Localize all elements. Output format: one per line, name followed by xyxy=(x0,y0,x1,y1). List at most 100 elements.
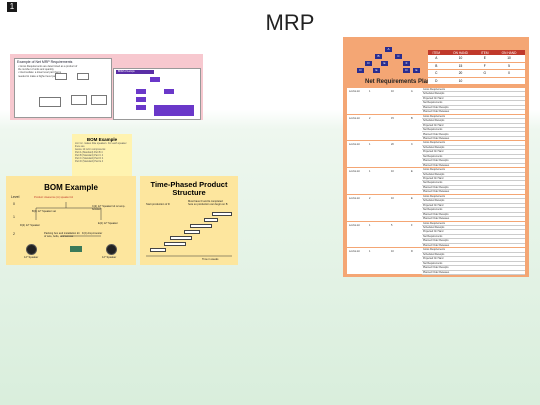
start-label: Start production of D xyxy=(146,203,170,206)
inv-cell: C xyxy=(428,69,445,78)
requirement-row-label: Gross Requirements xyxy=(422,88,525,93)
requirement-row-label: Net Requirements xyxy=(422,262,525,267)
diagram-box xyxy=(150,77,160,82)
mrp-requirements-thumbnail[interactable]: Example of Net MRP Requirements • Gross … xyxy=(10,54,203,120)
inv-cell: 20 xyxy=(444,69,477,78)
item-code: C xyxy=(411,143,413,147)
card-line: Part A (Standard) Part B 4 xyxy=(75,151,103,154)
requirement-row-label: Net Requirements xyxy=(422,155,525,160)
speaker-right-label: 12" Speaker xyxy=(102,256,117,259)
inv-header: ON HAND xyxy=(493,50,525,55)
packing-label: Packing box and installation kit of wire… xyxy=(44,232,80,238)
diagram-box xyxy=(164,89,174,94)
card-line: Part D (Standard) Part E 4 xyxy=(75,160,104,163)
requirement-row-label: Gross Requirements xyxy=(422,248,525,253)
requirement-row-label: Planned Order Receipts xyxy=(422,133,525,137)
item-code: B xyxy=(411,116,413,120)
inv-header: ITEM xyxy=(428,50,445,55)
level-0: 0 xyxy=(13,202,15,206)
lot-size: Lot-for-lot xyxy=(349,196,360,200)
c-item-label: C(2) 12" Speaker kit w/ amp-booster xyxy=(92,205,126,211)
requirement-row-label: Scheduled Receipts xyxy=(422,146,525,151)
item-code: D xyxy=(411,250,413,254)
node: E xyxy=(413,68,420,73)
lead-time: 2 xyxy=(369,116,371,120)
card-line: Part B (Standard) Part C 4 xyxy=(75,154,104,157)
bom-lamps-panel: BOM of Lamps xyxy=(113,68,201,120)
diagram-box xyxy=(154,105,194,116)
requirement-row-label: Projected On Hand xyxy=(422,124,525,129)
requirement-row-label: Net Requirements xyxy=(422,235,525,240)
inv-cell: 5 xyxy=(493,62,525,70)
on-hand: 5 xyxy=(391,223,393,227)
bom-example-text-card[interactable]: BOM Example Ltd. Inc. makes bike speaker… xyxy=(72,134,132,176)
requirement-row-label: Planned Order Releases xyxy=(422,271,525,275)
speaker-right-icon xyxy=(106,244,117,255)
amp-booster-icon xyxy=(70,246,82,252)
inv-header: ON HAND xyxy=(444,50,477,55)
node: B xyxy=(375,54,382,59)
slide-title: MRP xyxy=(265,10,315,35)
time-phased-card[interactable]: Time-Phased Product Structure Must have … xyxy=(140,176,238,265)
requirement-row-label: Gross Requirements xyxy=(422,195,525,200)
on-hand: 10 xyxy=(391,250,394,254)
panel-line: needed to make a higher level part xyxy=(18,74,57,78)
node: D xyxy=(403,68,410,73)
requirement-row-label: Planned Order Receipts xyxy=(422,106,525,111)
requirement-row-label: Scheduled Receipts xyxy=(422,92,525,97)
requirement-row-label: Planned Order Receipts xyxy=(422,186,525,191)
net-requirements-plan-card[interactable]: A B C D E F D E D E Net Requirements Pla… xyxy=(343,37,529,277)
lead-time: 1 xyxy=(369,143,371,147)
lead-time: 1 xyxy=(369,223,371,227)
requirement-row-label: Planned Order Receipts xyxy=(422,266,525,271)
requirement-row-label: Scheduled Receipts xyxy=(422,119,525,124)
panel-line: • Intermediate: a lower level part that … xyxy=(18,71,62,75)
node: E xyxy=(373,68,380,73)
requirement-row-label: Planned Order Receipts xyxy=(422,159,525,164)
requirement-row-label: Projected On Hand xyxy=(422,97,525,102)
lot-size: Lot-for-lot xyxy=(349,250,360,254)
inv-cell: 0 xyxy=(493,69,525,78)
diagram-box xyxy=(77,73,89,80)
bom-tree-lines xyxy=(35,202,102,237)
lead-time: 1 xyxy=(369,250,371,254)
plan-title: Net Requirements Plan xyxy=(365,79,431,85)
inv-cell: A xyxy=(428,55,445,63)
product-label: Product: Awesome (A) speaker kit xyxy=(34,196,74,199)
requirement-row-label: Gross Requirements xyxy=(422,168,525,173)
requirement-row-label: Planned Order Receipts xyxy=(422,213,525,218)
requirement-row-label: Net Requirements xyxy=(422,208,525,213)
inv-cell: G xyxy=(476,69,494,78)
card-title: Time-Phased Product Structure xyxy=(150,180,228,197)
phase-bar xyxy=(170,236,192,240)
level-2: 2 xyxy=(13,232,15,236)
lot-size: Lot-for-lot xyxy=(349,170,360,174)
requirement-row-label: Net Requirements xyxy=(422,181,525,186)
requirement-row-label: Planned Order Receipts xyxy=(422,239,525,244)
card-title: BOM Example xyxy=(44,183,98,192)
card-line: Part C (Standard) Part D 4 xyxy=(75,157,104,160)
d-item-label: D(2) 12" Speaker xyxy=(20,224,40,227)
requirement-row-label: Projected On Hand xyxy=(422,230,525,235)
inv-cell xyxy=(476,77,494,85)
requirement-row-label: Gross Requirements xyxy=(422,141,525,146)
b-item-label: B(4) 12" Speaker set xyxy=(32,210,56,213)
on-hand: 10 xyxy=(391,196,394,200)
inventory-table: ITEM ON HAND ITEM ON HAND A 10 E 10 B 15… xyxy=(428,50,525,85)
requirement-row-label: Projected On Hand xyxy=(422,177,525,182)
level-label: Level xyxy=(11,195,20,199)
requirement-row-label: Projected On Hand xyxy=(422,150,525,155)
on-hand: 10 xyxy=(391,90,394,93)
node: C xyxy=(395,54,402,59)
must-have-label: Must have D and E completed here so prod… xyxy=(188,200,228,206)
on-hand: 10 xyxy=(391,170,394,174)
bom-example-card[interactable]: BOM Example Level 0 1 2 Product: Awesome… xyxy=(6,176,136,265)
phase-bar xyxy=(184,230,200,234)
requirement-row-label: Net Requirements xyxy=(422,101,525,106)
diagram-box xyxy=(55,73,67,80)
